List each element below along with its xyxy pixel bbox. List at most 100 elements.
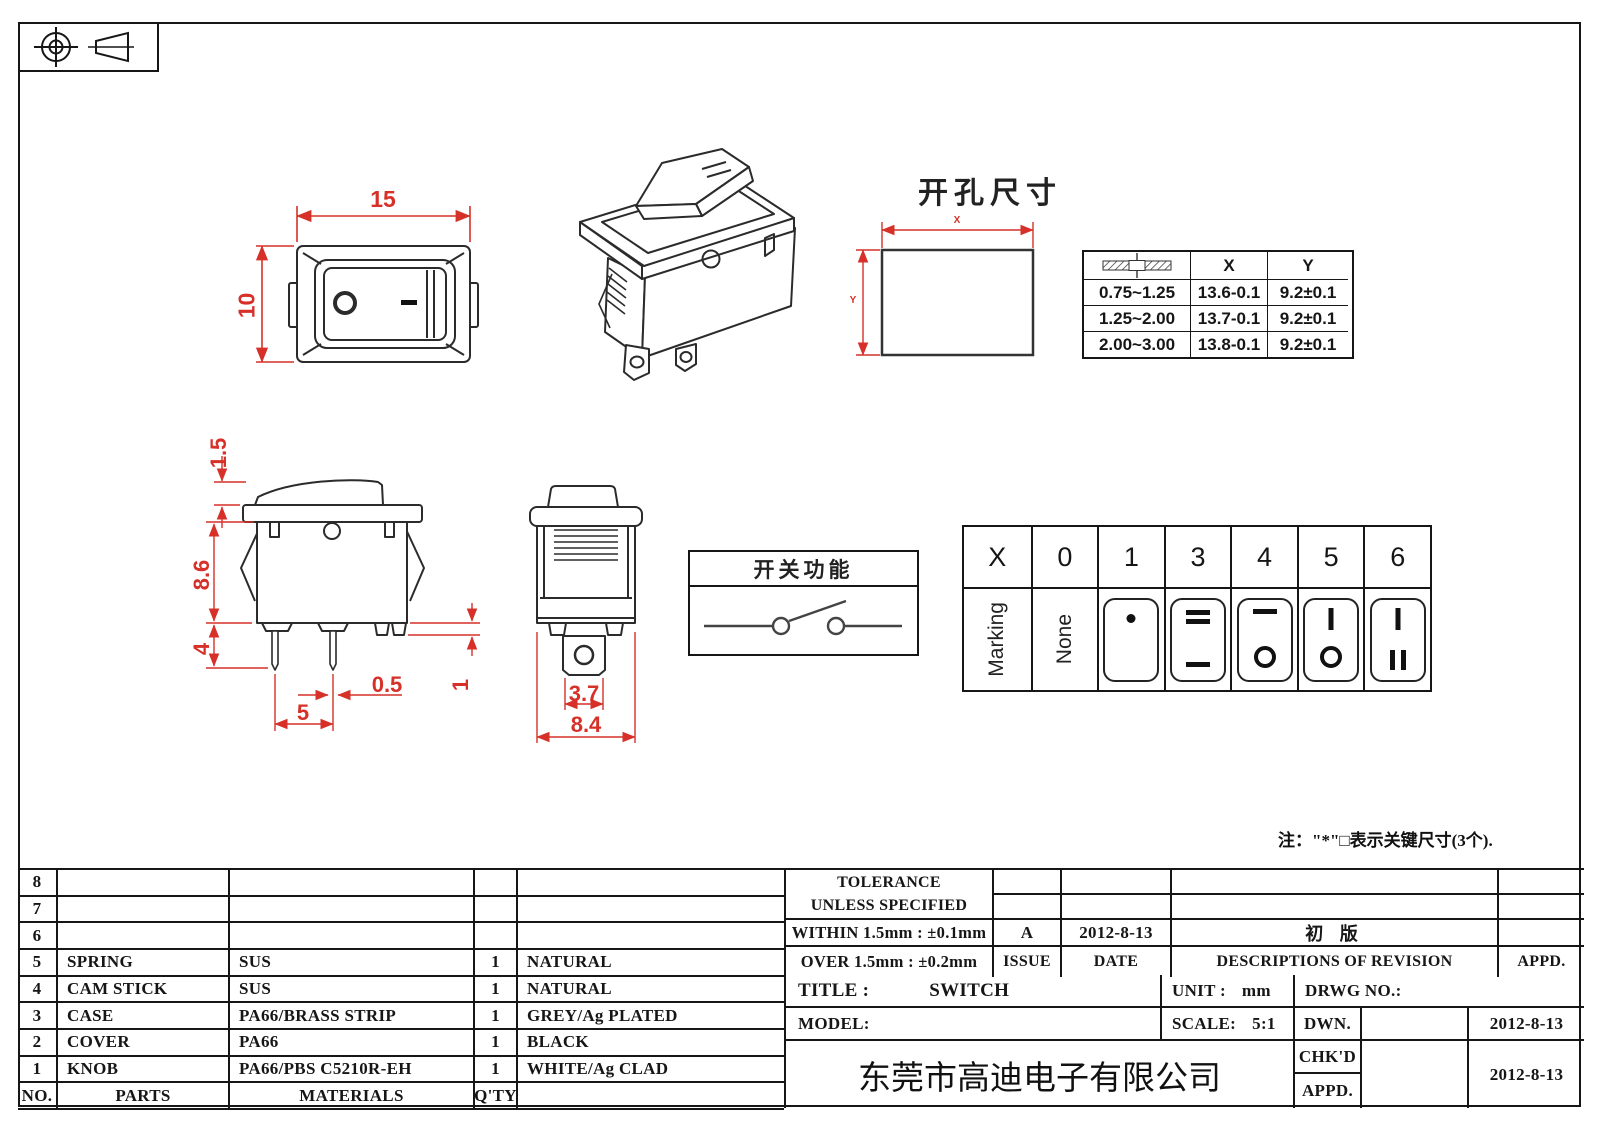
- marking-row-label: Marking: [985, 602, 1009, 677]
- dim-front-height: 10: [233, 292, 260, 319]
- revision-issue-label: ISSUE: [994, 947, 1062, 977]
- revision-description-value: 初 版: [1172, 920, 1499, 947]
- panel-cell: 9.2±0.1: [1267, 279, 1348, 305]
- part-material: SUS: [230, 976, 475, 1004]
- model-label: MODEL:: [798, 1013, 870, 1033]
- tolerance-within: WITHIN 1.5mm : ±0.1mm: [786, 920, 994, 947]
- part-finish: GREY/Ag PLATED: [518, 1003, 784, 1030]
- dim-pin-thickness: 0.5: [371, 672, 403, 697]
- marking-none-label: None: [1052, 614, 1076, 665]
- part-no: 5: [18, 949, 58, 977]
- part-finish: [518, 923, 784, 950]
- unit-value: mm: [1241, 980, 1271, 1000]
- panel-cell: 9.2±0.1: [1267, 331, 1348, 357]
- dim-pin-pitch: 5: [296, 700, 310, 725]
- parts-footer-finish: [518, 1083, 784, 1110]
- dim-terminal-width: 3.7: [568, 681, 600, 706]
- marking-symbol-bar-circle: [1236, 597, 1293, 682]
- cutout-title: 开孔尺寸: [918, 177, 1062, 210]
- revision-description-label: DESCRIPTIONS OF REVISION: [1172, 947, 1499, 977]
- parts-table: 8 7 6 5 SPRING SUS 1 NATURAL 4 CAM STICK…: [18, 868, 784, 1110]
- marking-header: 0: [1030, 527, 1098, 589]
- dim-front-width: 15: [370, 186, 396, 212]
- dim-body-width: 8.4: [570, 712, 602, 737]
- part-material: SUS: [230, 949, 475, 977]
- first-angle-projection-icon: [34, 27, 134, 67]
- scale-label: SCALE:: [1172, 1013, 1237, 1033]
- parts-footer-parts: PARTS: [58, 1083, 230, 1110]
- isometric-view: [552, 146, 852, 401]
- part-name: KNOB: [58, 1056, 230, 1084]
- part-qty: 1: [475, 1056, 518, 1084]
- marking-header: 4: [1230, 527, 1297, 589]
- key-dimension-note: 注："*"□表示关键尺寸(3个).: [1278, 831, 1493, 850]
- panel-cell: 13.6-0.1: [1190, 279, 1267, 305]
- front-view: 15 10: [225, 158, 535, 418]
- scale-value: 5:1: [1252, 1013, 1276, 1033]
- panel-col-x: X: [1190, 252, 1267, 279]
- title-label: TITLE :: [798, 979, 870, 1001]
- marking-table: X 0 1 3 4 5 6 Marking None: [962, 525, 1432, 692]
- parts-footer-no: NO.: [18, 1083, 58, 1110]
- chkd-label: CHK'D: [1295, 1041, 1362, 1074]
- marking-header: 1: [1097, 527, 1164, 589]
- tolerance-title: TOLERANCE: [837, 873, 941, 891]
- projection-symbol-box: [18, 22, 159, 72]
- part-finish: [518, 897, 784, 924]
- dim-body-height: 8.6: [189, 559, 214, 591]
- part-finish: [518, 870, 784, 897]
- tolerance-header: TOLERANCE UNLESS SPECIFIED: [786, 870, 994, 920]
- chkd-appd-date: 2012-8-13: [1489, 1064, 1564, 1084]
- part-finish: BLACK: [518, 1030, 784, 1057]
- parts-footer-materials: MATERIALS: [230, 1083, 475, 1110]
- cutout-y-label: Y: [849, 295, 857, 306]
- dwn-label: DWN.: [1295, 1008, 1362, 1041]
- sheet-border: [18, 22, 1581, 1107]
- part-qty: 1: [475, 949, 518, 977]
- marking-header: 5: [1296, 527, 1364, 589]
- part-name: CASE: [58, 1003, 230, 1030]
- tolerance-revision-block: TOLERANCE UNLESS SPECIFIED WITHIN 1.5mm …: [784, 868, 1584, 977]
- panel-col-y: Y: [1267, 252, 1348, 279]
- panel-thickness-table: X Y 0.75~1.25 13.6-0.1 9.2±0.1 1.25~2.00…: [1082, 250, 1354, 359]
- part-material: [230, 896, 475, 924]
- revision-date-label: DATE: [1062, 947, 1172, 977]
- part-name: [58, 870, 230, 897]
- part-qty: 1: [475, 976, 518, 1004]
- part-material: PA66/BRASS STRIP: [230, 1003, 475, 1030]
- part-name: [58, 896, 230, 924]
- part-name: COVER: [58, 1029, 230, 1057]
- part-no: 6: [18, 923, 58, 950]
- rocker-O-mark: [333, 291, 357, 315]
- part-no: 4: [18, 976, 58, 1004]
- part-finish: NATURAL: [518, 950, 784, 977]
- panel-cell: 1.25~2.00: [1084, 305, 1190, 331]
- part-no: 1: [18, 1056, 58, 1084]
- tolerance-over: OVER 1.5mm : ±0.2mm: [786, 947, 994, 977]
- part-qty: [475, 896, 518, 924]
- dwn-date: 2012-8-13: [1469, 1008, 1584, 1041]
- panel-cell: 2.00~3.00: [1084, 331, 1190, 357]
- parts-footer-qty: Q'TY: [474, 1083, 518, 1110]
- dim-rocker-height: 1.5: [206, 437, 231, 469]
- rocker-dash-mark: [401, 300, 417, 305]
- part-qty: 1: [475, 1029, 518, 1057]
- panel-cell: 0.75~1.25: [1084, 279, 1190, 305]
- marking-symbol-dot: [1103, 597, 1160, 682]
- switch-function-box: 开关功能: [688, 550, 919, 656]
- cutout-diagram: X Y: [830, 155, 1060, 370]
- panel-cell: 9.2±0.1: [1267, 305, 1348, 331]
- drwg-no-label: DRWG NO.:: [1305, 980, 1402, 1000]
- unit-label: UNIT :: [1172, 980, 1226, 1000]
- marking-header: 6: [1363, 527, 1430, 589]
- dim-pin-length: 4: [189, 642, 214, 656]
- panel-cell: 13.7-0.1: [1190, 305, 1267, 331]
- cutout-x-label: X: [953, 215, 961, 226]
- part-no: 2: [18, 1029, 58, 1057]
- part-finish: NATURAL: [518, 977, 784, 1004]
- part-no: 8: [18, 870, 58, 897]
- function-box-title: 开关功能: [690, 552, 917, 587]
- marking-header: X: [964, 527, 1031, 589]
- part-qty: [475, 870, 518, 897]
- dim-tab-height: 1: [448, 678, 473, 692]
